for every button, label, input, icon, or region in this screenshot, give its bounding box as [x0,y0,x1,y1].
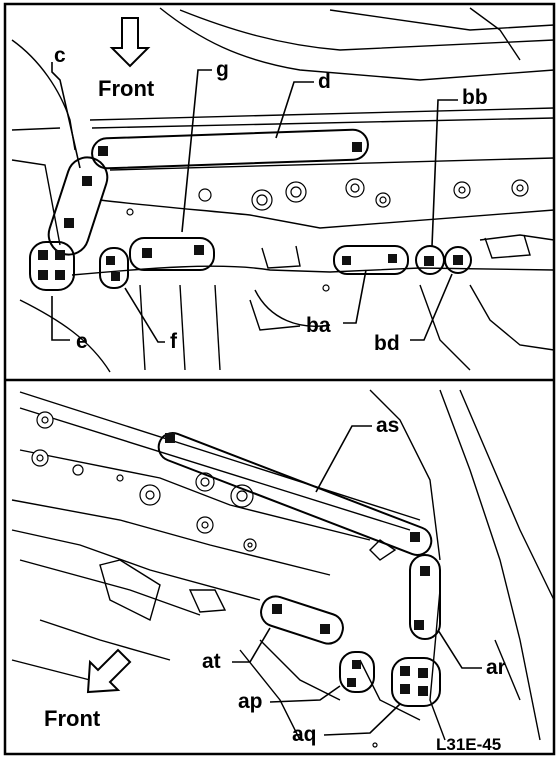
weld-group-g [129,237,215,271]
callout-ba: ba [306,314,331,337]
weld-spot [55,270,65,280]
weld-spot [400,684,410,694]
weld-spot [272,604,282,614]
bottom-leaders [232,425,482,736]
front-label-top: Front [98,76,155,101]
weld-spot [347,678,356,687]
front-arrow-bottom: Front [44,648,132,731]
weld-spot [194,245,204,255]
callout-as: as [376,414,399,437]
weld-spot [98,146,108,156]
callout-aq: aq [292,723,317,746]
weld-spot [418,668,428,678]
weld-spot [388,254,397,263]
weld-spot [410,532,420,542]
bottom-weld-groups [157,432,441,707]
callout-d: d [318,70,331,93]
weld-group-bd [444,246,472,274]
weld-spot [420,566,430,576]
callout-e: e [76,330,88,353]
weld-spot [400,666,410,676]
weld-spot [82,176,92,186]
bottom-panel: Front as at ar ap aq L31E-45 [11,389,555,754]
weld-group-as [157,432,433,556]
weld-group-e [29,241,75,291]
weld-group-ba [333,245,409,275]
weld-spot [106,256,115,265]
weld-spot [342,256,351,265]
weld-spot [38,250,48,260]
callout-g: g [216,58,229,81]
top-panel: Front [11,7,555,373]
weld-spot [142,248,152,258]
weld-spot [111,272,120,281]
callout-ap: ap [238,690,263,713]
weld-group-aq [391,657,441,707]
weld-spot [55,250,65,260]
bottom-panel-line-art [11,389,555,741]
front-label-bottom: Front [44,706,101,731]
callout-bb: bb [462,86,488,109]
front-arrow-top: Front [98,17,155,101]
bottom-weld-spots [165,433,430,696]
figure-code: L31E-45 [436,735,501,754]
weld-group-d [91,128,369,170]
callout-c: c [54,44,66,67]
bottom-panel-holes [31,411,378,748]
weld-spot [424,256,434,266]
weld-spot [352,142,362,152]
top-panel-holes [126,178,529,292]
weld-spot [352,660,361,669]
weld-spot [453,255,463,265]
callout-f: f [170,330,178,353]
weld-spot [64,218,74,228]
weld-spot [165,433,175,443]
weld-spot [418,686,428,696]
callout-bd: bd [374,332,400,355]
weld-spot [414,620,424,630]
top-leaders [51,62,458,343]
top-weld-spots [38,142,463,281]
weld-spot [38,270,48,280]
weld-group-at [260,595,344,645]
callout-at: at [202,650,221,673]
weld-group-f [99,247,129,289]
weld-group-ar [409,554,441,640]
top-weld-groups [29,128,472,291]
weld-spot [320,624,330,634]
top-panel-line-art [11,7,555,373]
weld-group-ap [339,651,375,693]
callout-ar: ar [486,656,506,679]
